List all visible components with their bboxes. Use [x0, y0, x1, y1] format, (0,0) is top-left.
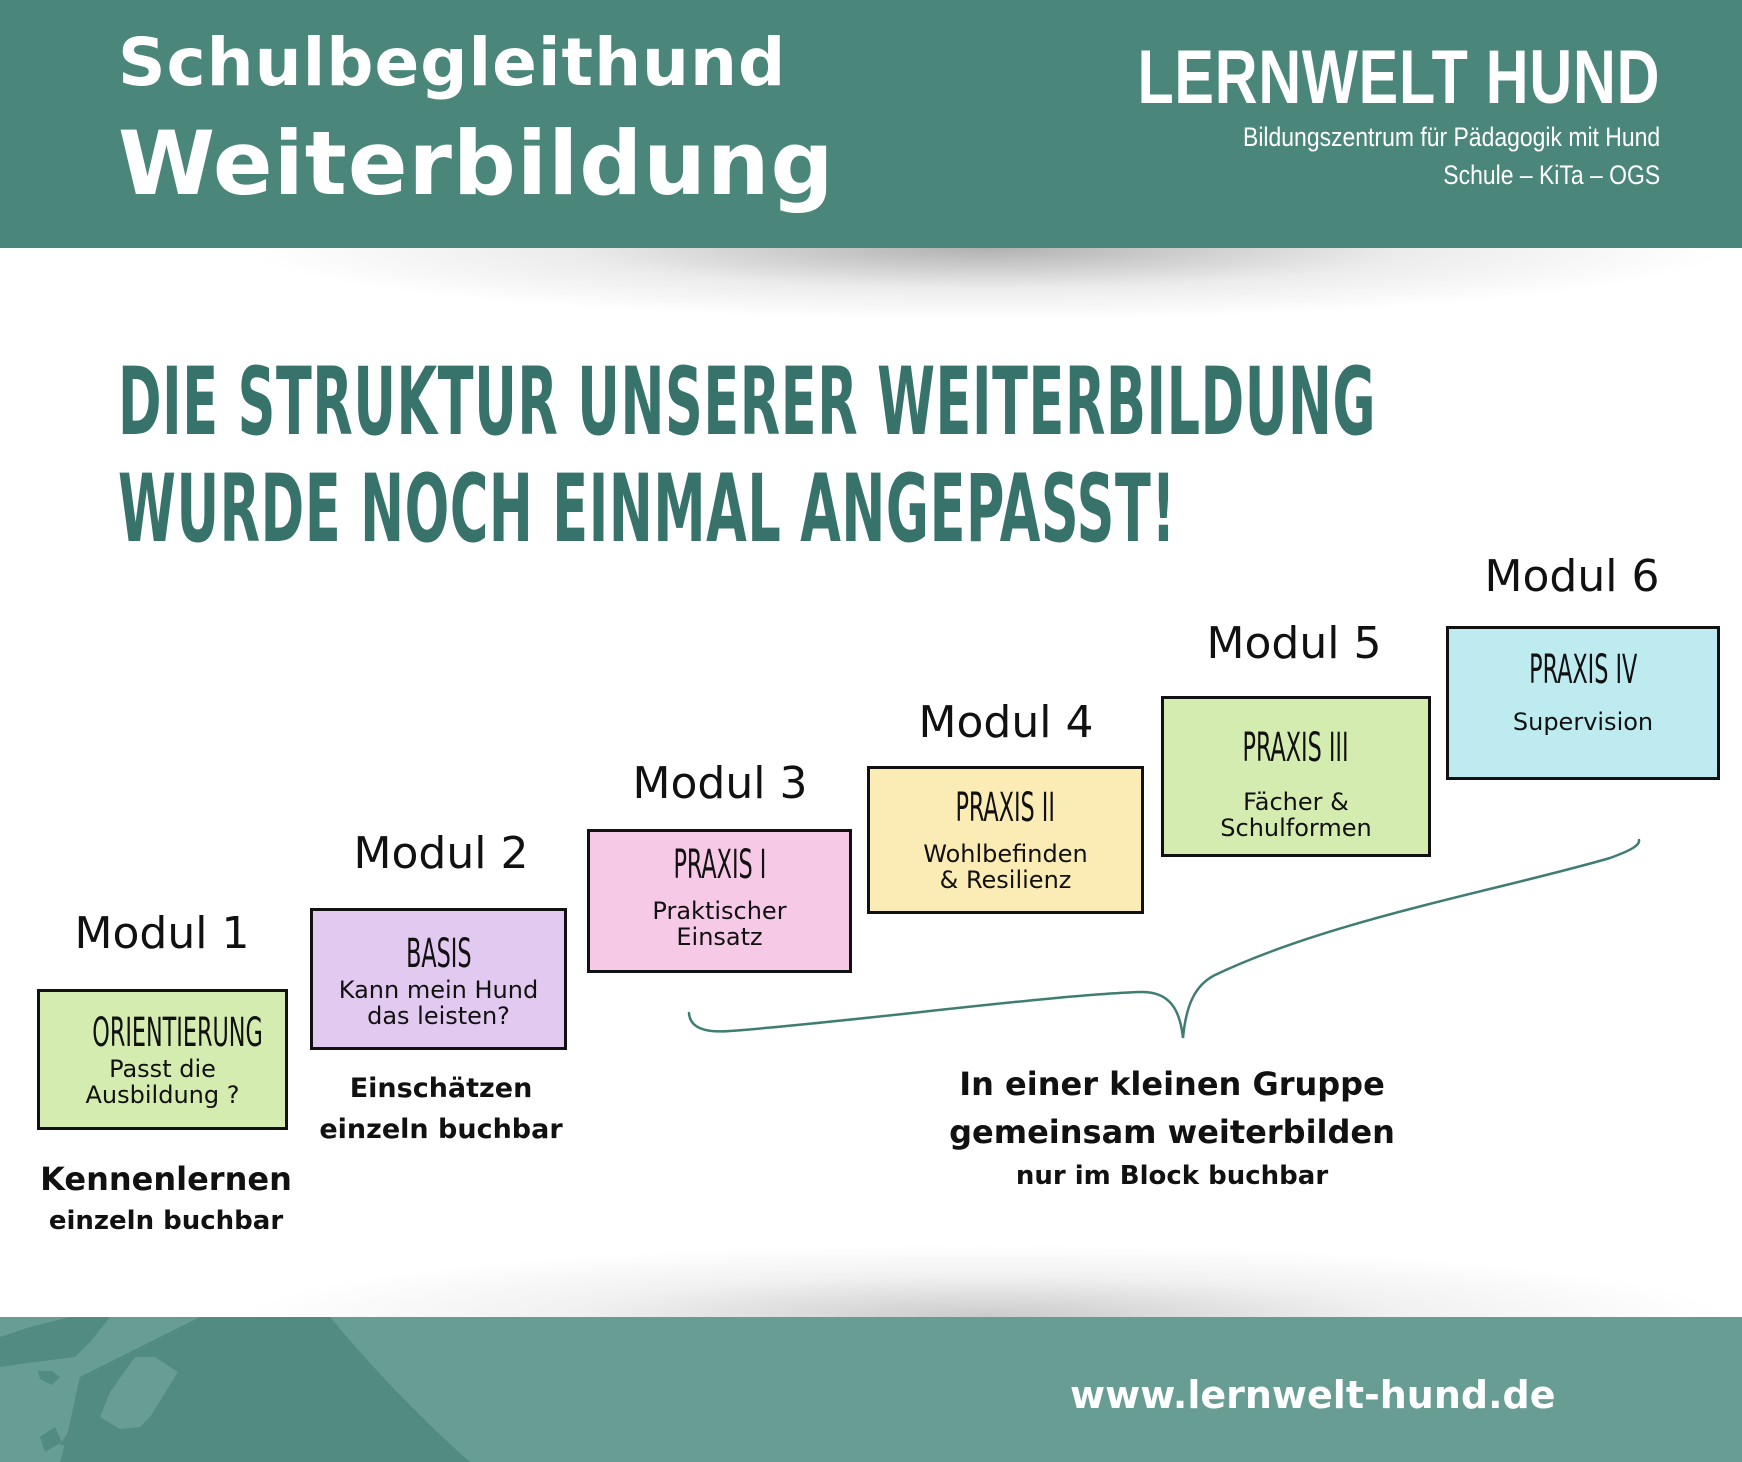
module-desc: Passt die Ausbildung ? [85, 1055, 240, 1109]
brand-logo: LERNWELT HUND Bildungszentrum für Pädago… [990, 38, 1660, 194]
website-link[interactable]: www.lernwelt-hund.de [1070, 1373, 1556, 1417]
module-box-basis[interactable]: BASIS Kann mein Hund das leisten? [310, 908, 567, 1050]
module-box-praxis-4[interactable]: PRAXIS IV Supervision [1446, 626, 1720, 780]
headline-line2: WURDE NOCH EINMAL ANGEPASST! [118, 455, 1176, 564]
caption-modul-1: Kennenlernen einzeln buchbar [40, 1157, 292, 1241]
module-desc: Fächer & Schulformen [1220, 788, 1372, 842]
modul-6-label: Modul 6 [1484, 551, 1660, 602]
caption-line2: gemeinsam weiterbilden [949, 1113, 1395, 1151]
module-box-praxis-3[interactable]: PRAXIS III Fächer & Schulformen [1161, 696, 1431, 857]
module-title: PRAXIS IV [1528, 647, 1638, 693]
module-desc: Kann mein Hund das leisten? [338, 976, 539, 1030]
module-title: BASIS [405, 931, 472, 977]
modul-4-label: Modul 4 [918, 697, 1094, 748]
module-desc: Wohlbefinden & Resilienz [923, 840, 1088, 894]
header-shadow [60, 248, 1742, 338]
module-box-orientierung[interactable]: ORIENTIERUNG Passt die Ausbildung ? [37, 989, 288, 1130]
caption-main: Kennenlernen [40, 1160, 292, 1198]
brand-scope: Schule – KiTa – OGS [1443, 160, 1660, 190]
caption-group: In einer kleinen Gruppe gemeinsam weiter… [949, 1060, 1395, 1196]
header-title: Weiterbildung [118, 112, 835, 215]
caption-line1: In einer kleinen Gruppe [959, 1065, 1385, 1103]
caption-sub: nur im Block buchbar [1015, 1161, 1329, 1191]
caption-sub: einzeln buchbar [319, 1114, 563, 1145]
module-title: PRAXIS II [955, 785, 1056, 831]
headline-line1: DIE STRUKTUR UNSERER WEITERBILDUNG [118, 348, 1377, 457]
module-box-praxis-2[interactable]: PRAXIS II Wohlbefinden & Resilienz [867, 766, 1144, 914]
modul-3-label: Modul 3 [632, 758, 808, 809]
footer-banner: www.lernwelt-hund.de [0, 1317, 1742, 1462]
brand-tagline: Bildungszentrum für Pädagogik mit Hund [1242, 122, 1660, 152]
caption-modul-2: Einschätzen einzeln buchbar [319, 1068, 562, 1150]
header-subtitle: Schulbegleithund [118, 24, 787, 101]
module-title: PRAXIS I [673, 842, 766, 888]
module-desc: Praktischer Einsatz [652, 897, 787, 951]
modul-1-label: Modul 1 [74, 908, 250, 959]
globe-icon [0, 1317, 470, 1462]
caption-main: Einschätzen [349, 1073, 533, 1104]
module-desc: Supervision [1512, 708, 1654, 736]
footer-shadow [60, 1226, 1742, 1317]
module-title: PRAXIS III [1242, 725, 1350, 771]
modul-2-label: Modul 2 [353, 828, 529, 879]
modul-5-label: Modul 5 [1206, 618, 1382, 669]
header-banner: Schulbegleithund Weiterbildung LERNWELT … [0, 0, 1742, 248]
module-title: ORIENTIERUNG [92, 1010, 263, 1056]
module-box-praxis-1[interactable]: PRAXIS I Praktischer Einsatz [587, 829, 852, 973]
brand-name: LERNWELT HUND [1137, 35, 1660, 120]
